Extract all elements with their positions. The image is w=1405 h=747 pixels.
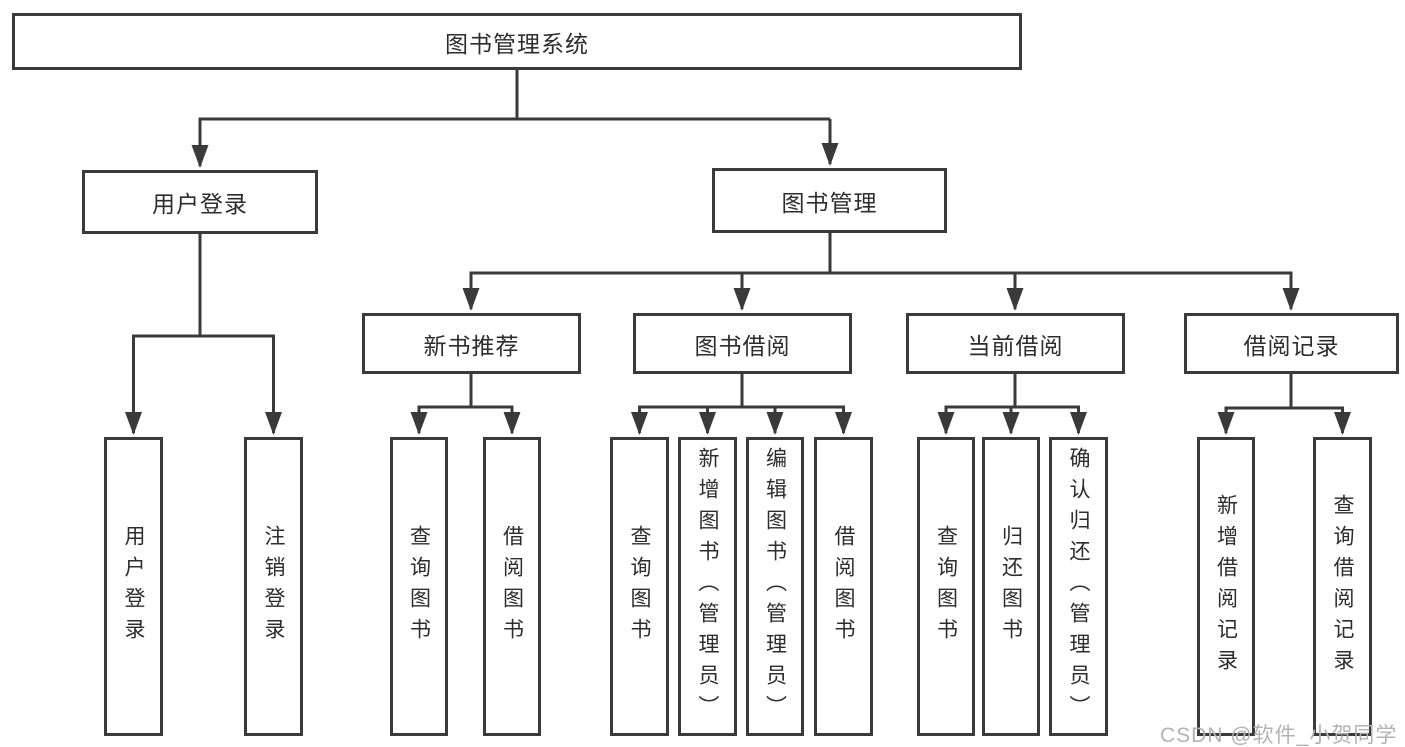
leaf-borrowing-add-book-admin: 新增图书（管理员） [678, 437, 737, 736]
leaf-newbook-query-book: 查询图书 [390, 437, 448, 736]
leaf-current-query-book: 查询图书 [917, 437, 975, 736]
leaf-borrowing-edit-book-admin: 编辑图书（管理员） [746, 437, 804, 736]
node-library-system: 图书管理系统 [12, 13, 1022, 70]
leaf-borrowing-query-book: 查询图书 [610, 437, 669, 736]
node-book-borrowing: 图书借阅 [633, 313, 852, 374]
leaf-user-login: 用户登录 [104, 437, 163, 736]
node-user-login: 用户登录 [82, 170, 318, 234]
watermark-csdn: CSDN @软件_小贺同学 [1160, 724, 1398, 747]
leaf-newbook-borrow-book: 借阅图书 [483, 437, 541, 736]
leaf-current-confirm-return-admin: 确认归还（管理员） [1049, 437, 1108, 736]
leaf-logout-login: 注销登录 [244, 437, 303, 736]
node-new-book-recommend: 新书推荐 [362, 313, 581, 374]
leaf-records-query-record: 查询借阅记录 [1313, 437, 1372, 736]
node-book-management: 图书管理 [712, 168, 947, 233]
node-current-borrowing: 当前借阅 [906, 313, 1125, 374]
leaf-records-add-record: 新增借阅记录 [1197, 437, 1255, 736]
leaf-borrowing-borrow-book: 借阅图书 [814, 437, 873, 736]
leaf-current-return-book: 归还图书 [982, 437, 1040, 736]
node-borrowing-records: 借阅记录 [1184, 313, 1399, 374]
